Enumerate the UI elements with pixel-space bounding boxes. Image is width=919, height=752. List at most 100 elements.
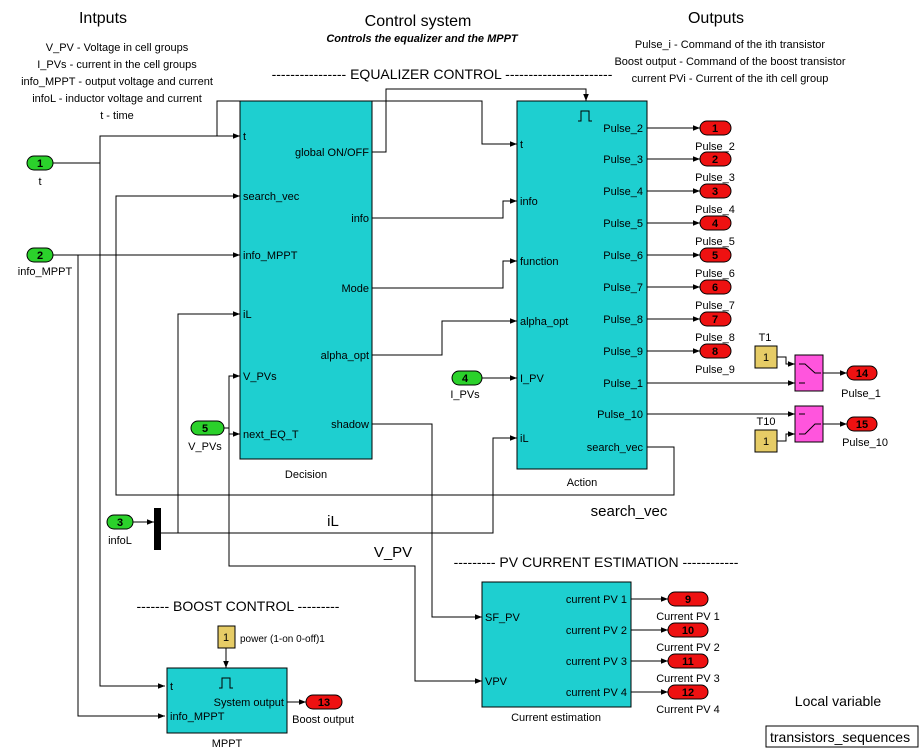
out-port-pulse-3[interactable]: 2 Pulse_3 [695,151,735,184]
out-port-current-pv-3[interactable]: 11 Current PV 3 [656,653,720,685]
out-port-current-pv-4[interactable]: 12 Current PV 4 [656,684,720,716]
port-label: Current PV 4 [656,704,720,716]
out-port-current-pv-1[interactable]: 9 Current PV 1 [656,591,720,623]
port-number: 3 [117,517,123,529]
in-port-infol[interactable]: 3 infoL [106,514,134,547]
decision-input-label: V_PVs [243,371,277,383]
out-port-pulse-6[interactable]: 5 Pulse_6 [695,247,735,280]
constant-block[interactable] [754,429,778,453]
inputs-title: Intputs [79,10,127,27]
input-desc-line: infoL - inductor voltage and current [32,93,202,105]
out-port-boost-output[interactable]: 13 Boost output [292,694,354,726]
port-number: 5 [202,423,208,435]
port-label: Pulse_6 [695,268,735,280]
output-desc-line: Boost output - Command of the boost tran… [614,56,845,68]
decision-output-label: info [351,213,369,225]
switch-pulse-1-group[interactable]: T1 1 14 Pulse_1 [754,332,881,400]
action-output-label: Pulse_9 [603,346,643,358]
input-desc-line: V_PV - Voltage in cell groups [46,42,189,54]
port-label: Pulse_4 [695,204,735,216]
power-constant-block[interactable] [217,625,236,649]
equalizer-control-label: ---------------- EQUALIZER CONTROL -----… [272,66,613,82]
port-label: Pulse_7 [695,300,735,312]
estimation-output-label: current PV 4 [566,687,627,699]
switch-pulse-10-group[interactable]: T10 1 15 Pulse_10 [754,405,888,453]
estimation-output-label: current PV 3 [566,656,627,668]
port-label: Current PV 2 [656,642,720,654]
action-input-label: I_PV [520,373,545,385]
out-port-pulse-9[interactable]: 8 Pulse_9 [695,343,735,376]
estimation-input-label: VPV [485,676,508,688]
in-port-t[interactable]: 1 t [26,155,54,188]
out-port-pulse-5[interactable]: 4 Pulse_5 [695,215,735,248]
decision-input-label: next_EQ_T [243,429,299,441]
output-desc-line: Pulse_i - Command of the ith transistor [635,39,825,51]
in-port-v-pvs[interactable]: 5 V_PVs [188,420,225,453]
port-number: 5 [712,250,718,262]
signal-wires [53,88,847,719]
action-input-label: t [520,139,523,151]
local-variable-title: Local variable [795,693,882,709]
decision-input-label: t [243,131,246,143]
v-pv-signal-label: V_PV [374,544,412,561]
port-number: 3 [712,186,718,198]
constant-name: T1 [759,332,772,344]
action-output-label: Pulse_5 [603,218,643,230]
mppt-block[interactable]: t info_MPPT System output [166,667,288,734]
port-label: Pulse_8 [695,332,735,344]
action-block[interactable]: t info function alpha_opt I_PV iL Pulse_… [516,100,648,470]
port-number: 8 [712,346,718,358]
port-number: 13 [318,697,330,709]
demux-bar[interactable] [154,508,161,550]
out-port-current-pv-2[interactable]: 10 Current PV 2 [656,622,720,654]
decision-output-label: alpha_opt [321,350,369,362]
action-output-label: Pulse_6 [603,250,643,262]
out-port-pulse-8[interactable]: 7 Pulse_8 [695,311,735,344]
action-output-label: Pulse_8 [603,314,643,326]
port-label: info_MPPT [18,266,73,278]
in-port-i-pvs[interactable]: 4 I_PVs [450,370,483,401]
switch-icon [799,413,821,435]
decision-input-label: info_MPPT [243,250,298,262]
local-variable-box[interactable] [765,725,919,748]
action-input-label: function [520,256,559,268]
out-port-pulse-7[interactable]: 6 Pulse_7 [695,279,735,312]
current-estimation-block[interactable]: SF_PV VPV current PV 1 current PV 2 curr… [481,581,632,708]
port-number: 7 [712,314,718,326]
port-number: 2 [712,154,718,166]
out-port-pulse-4[interactable]: 3 Pulse_4 [695,183,735,216]
search-vec-signal-label: search_vec [591,503,668,520]
in-port-info-mppt[interactable]: 2 info_MPPT [18,247,73,278]
port-label: Pulse_3 [695,172,735,184]
out-port-pulse-2[interactable]: 1 Pulse_2 [695,120,735,153]
switch-icon [799,363,821,384]
action-output-label: Pulse_3 [603,154,643,166]
port-number: 4 [712,218,719,230]
power-constant-label: power (1-on 0-off)1 [240,634,325,645]
port-number: 9 [685,594,691,606]
action-block-name: Action [567,477,598,489]
port-label: Boost output [292,714,354,726]
decision-input-label: iL [243,309,252,321]
control-system-title: Control system [365,13,472,30]
port-label: Pulse_2 [695,141,735,153]
action-output-label: Pulse_1 [603,378,643,390]
mppt-input-label: t [170,681,173,693]
decision-block[interactable]: t search_vec info_MPPT iL V_PVs next_EQ_… [239,100,373,460]
local-variable-value: transistors_sequences [770,729,910,745]
constant-value: 1 [763,436,769,448]
pulse-trigger-icon [219,677,233,689]
port-number: 1 [712,123,718,135]
constant-block[interactable] [754,345,778,369]
action-input-label: iL [520,433,529,445]
port-number: 11 [682,656,694,668]
port-number: 15 [856,419,868,431]
estimation-input-label: SF_PV [485,612,521,624]
control-system-subtitle: Controls the equalizer and the MPPT [326,33,519,45]
port-label: Pulse_5 [695,236,735,248]
action-output-label: Pulse_10 [597,409,643,421]
il-signal-label: iL [327,513,339,530]
mppt-input-label: info_MPPT [170,711,225,723]
boost-control-label: ------- BOOST CONTROL --------- [137,598,340,614]
